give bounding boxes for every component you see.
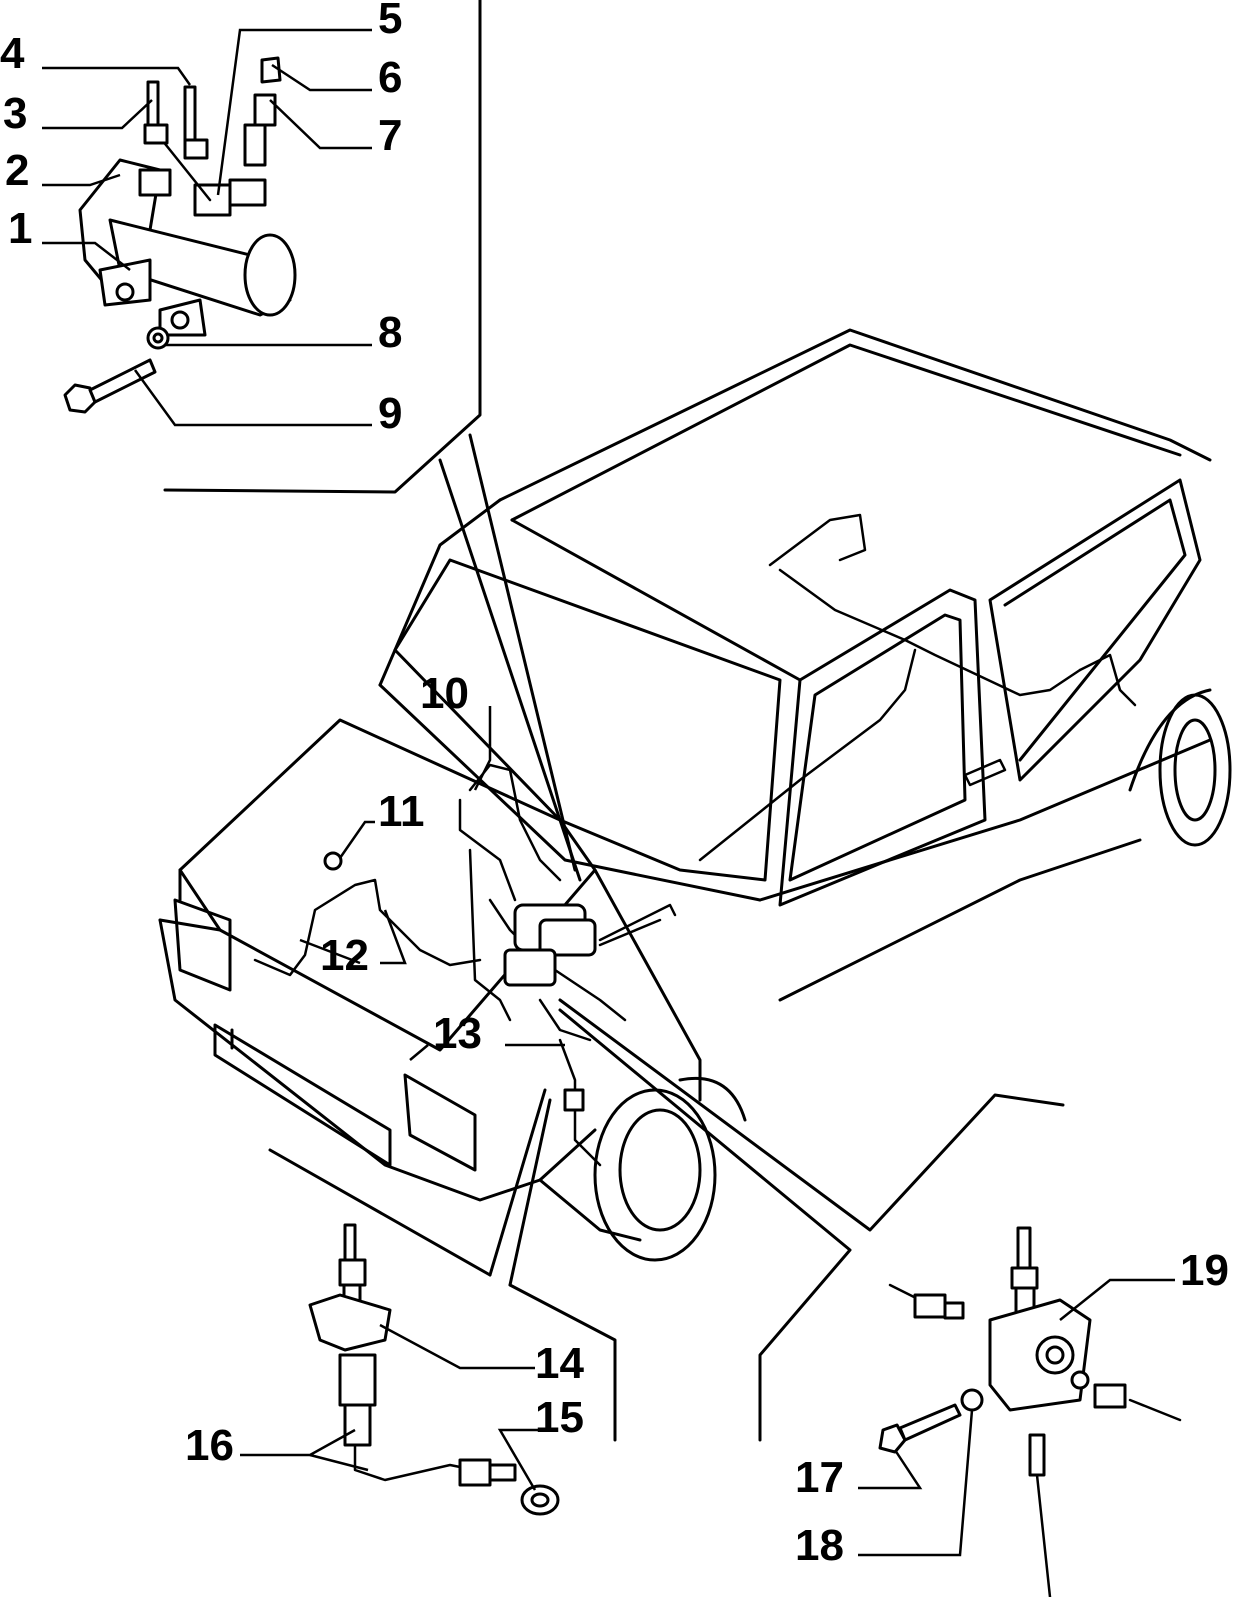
section-dividers (163, 0, 1065, 1442)
callout-15: 15 (535, 1393, 584, 1442)
callout-9: 9 (378, 389, 402, 438)
callout-12: 12 (320, 931, 369, 980)
callout-5: 5 (378, 0, 402, 43)
bleed-screw-6-7 (243, 56, 282, 167)
callout-2: 2 (5, 146, 29, 195)
washer-15 (520, 1484, 560, 1516)
callout-16: 16 (185, 1421, 234, 1470)
washer-8 (146, 326, 170, 350)
callout-7: 7 (378, 111, 402, 160)
leader-lines (42, 28, 1175, 1557)
bracket-14-hose-16 (308, 1223, 517, 1487)
callout-18: 18 (795, 1521, 844, 1570)
pipe-connectors-3-4 (143, 80, 212, 202)
callout-13: 13 (433, 1009, 482, 1058)
callout-17: 17 (795, 1453, 844, 1502)
car-outline (158, 328, 1232, 1262)
callout-1: 1 (8, 204, 32, 253)
callout-6: 6 (378, 53, 402, 102)
callout-10: 10 (420, 669, 469, 718)
callout-19: 19 (1180, 1246, 1229, 1295)
callout-3: 3 (3, 89, 27, 138)
callout-numbers: 1 2 3 4 5 6 7 8 9 10 11 12 13 14 15 16 1… (0, 0, 1229, 1570)
callout-14: 14 (535, 1339, 584, 1388)
junction-19-assembly (878, 1226, 1182, 1597)
callout-11: 11 (378, 787, 425, 836)
brake-pipes (253, 513, 1137, 1167)
callout-8: 8 (378, 308, 402, 357)
master-cylinder-assembly (78, 158, 297, 337)
bolt-9 (63, 358, 157, 414)
callout-4: 4 (0, 29, 25, 78)
